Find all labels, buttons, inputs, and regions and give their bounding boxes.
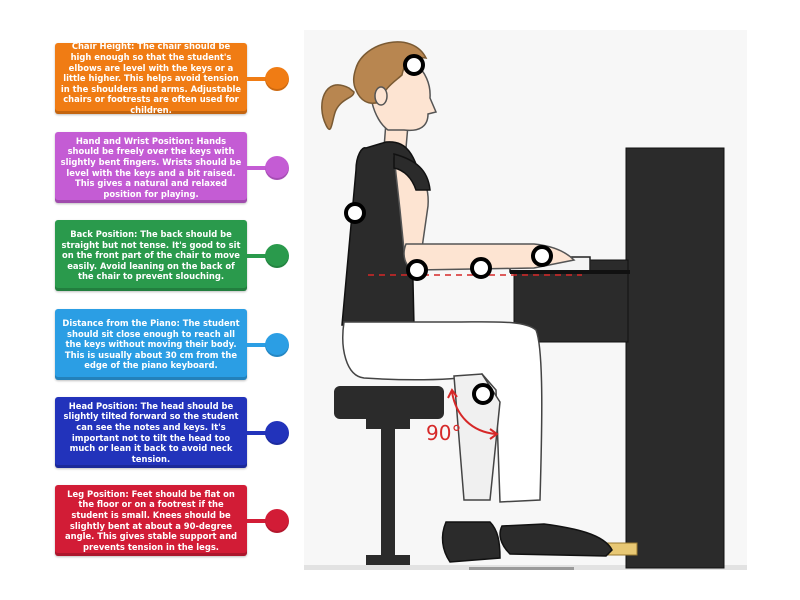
distance-piano-dot[interactable] [265, 333, 289, 357]
knee-angle-label: 90° [426, 421, 461, 445]
piano-bench [334, 386, 444, 565]
hand-wrist-text: Hand and Wrist Position: Hands should be… [60, 135, 242, 199]
head-position-dot[interactable] [265, 421, 289, 445]
hand-marker[interactable] [531, 245, 553, 267]
back-position-text: Back Position: The back should be straig… [61, 229, 241, 282]
knee-angle-arc [451, 391, 497, 435]
leg-position-connector [247, 519, 277, 523]
back-position-dot[interactable] [265, 244, 289, 268]
hand-wrist-dot[interactable] [265, 156, 289, 180]
angle-arrow-head-top [447, 388, 458, 399]
student-figure [321, 41, 613, 563]
leg-position-text: Leg Position: Feet should be flat on the… [64, 488, 238, 552]
leg-position-dot[interactable] [265, 509, 289, 533]
chair-height-text: Chair Height: The chair should be high e… [60, 41, 242, 115]
distance-piano-connector [247, 343, 277, 347]
head-position-connector [247, 431, 277, 435]
chair-height-dot[interactable] [265, 67, 289, 91]
angle-arrow-head-right [489, 428, 499, 440]
head-marker[interactable] [403, 54, 425, 76]
chair-height-card[interactable]: Chair Height: The chair should be high e… [55, 41, 247, 115]
upright-piano [509, 147, 725, 569]
back-position-connector [247, 254, 277, 258]
elbow-marker[interactable] [406, 259, 428, 281]
knee-marker[interactable] [472, 383, 494, 405]
wrist-marker[interactable] [470, 257, 492, 279]
back-position-card[interactable]: Back Position: The back should be straig… [55, 220, 247, 291]
chair-height-connector [247, 77, 277, 81]
floor-shadow [469, 567, 574, 570]
distance-piano-card[interactable]: Distance from the Piano: The student sho… [55, 309, 247, 380]
head-position-card[interactable]: Head Position: The head should be slight… [55, 397, 247, 468]
hand-wrist-connector [247, 166, 277, 170]
head-position-text: Head Position: The head should be slight… [63, 400, 239, 464]
piano-posture-illustration: 90° [304, 30, 747, 570]
leg-position-card[interactable]: Leg Position: Feet should be flat on the… [55, 485, 247, 556]
hotspot-markers [344, 54, 553, 405]
distance-piano-text: Distance from the Piano: The student sho… [62, 318, 240, 371]
back-marker[interactable] [344, 202, 366, 224]
hand-wrist-card[interactable]: Hand and Wrist Position: Hands should be… [55, 132, 247, 203]
